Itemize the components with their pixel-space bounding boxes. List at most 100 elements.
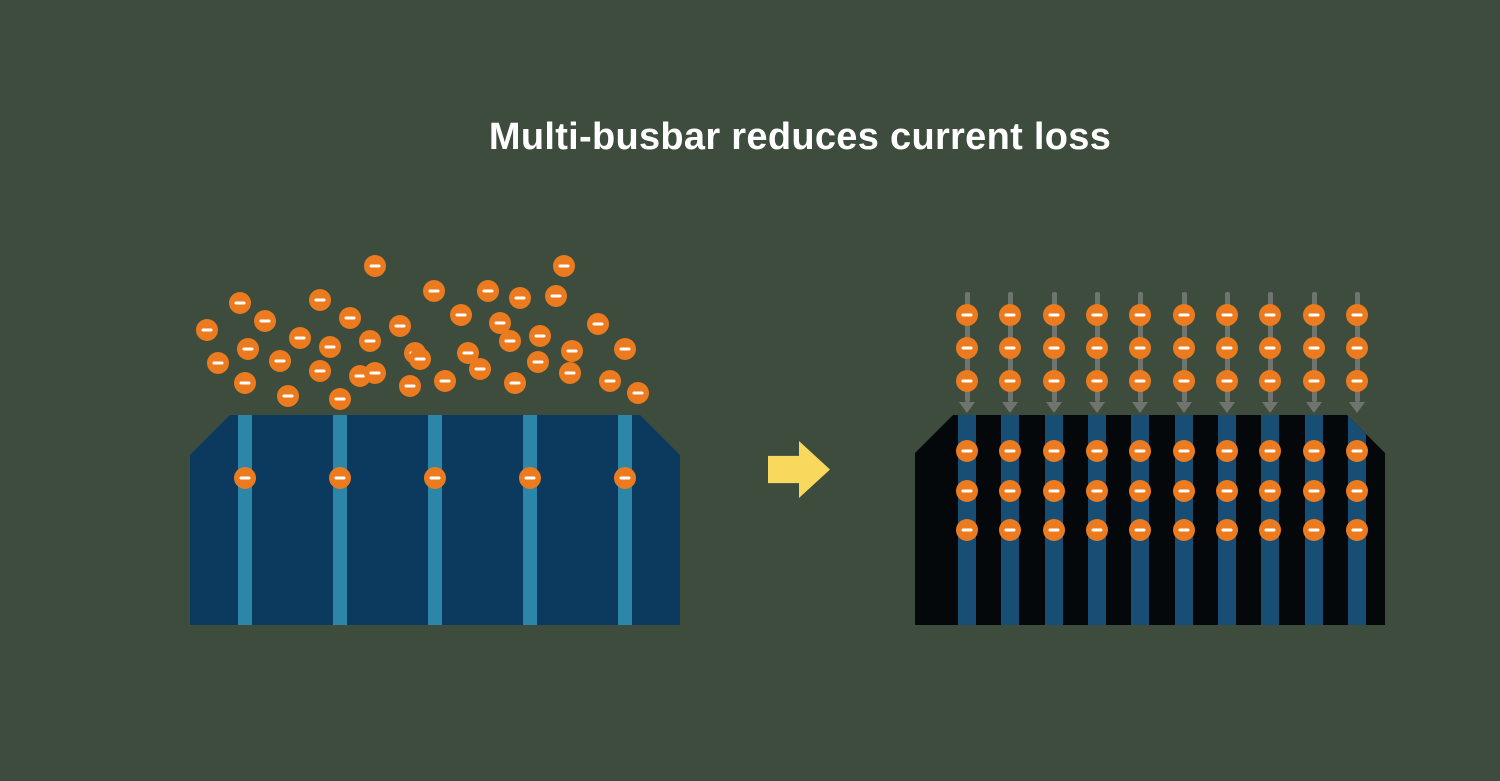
electron-icon (999, 337, 1021, 359)
minus-icon (1091, 346, 1103, 350)
minus-icon (1004, 379, 1016, 383)
busbar-icon (1088, 415, 1106, 625)
minus-icon (592, 322, 604, 326)
electron-icon (434, 370, 456, 392)
electron-icon (529, 325, 551, 347)
electron-icon (1129, 370, 1151, 392)
electron-icon (509, 287, 531, 309)
minus-icon (234, 301, 246, 305)
electron-icon (423, 280, 445, 302)
minus-icon (1308, 379, 1320, 383)
flow-arrowhead-icon (959, 402, 975, 413)
minus-icon (961, 379, 973, 383)
transition-arrow-icon (768, 441, 830, 498)
minus-icon (324, 345, 336, 349)
minus-icon (369, 371, 381, 375)
minus-icon (1048, 379, 1060, 383)
electron-icon (559, 362, 581, 384)
electron-icon (499, 330, 521, 352)
minus-icon (409, 351, 421, 355)
electron-icon (1129, 337, 1151, 359)
flow-arrowhead-icon (1349, 402, 1365, 413)
minus-icon (961, 313, 973, 317)
minus-icon (961, 346, 973, 350)
minus-icon (354, 374, 366, 378)
minus-icon (259, 319, 271, 323)
busbar-icon (1001, 415, 1019, 625)
electron-icon (627, 382, 649, 404)
minus-icon (212, 361, 224, 365)
minus-icon (509, 381, 521, 385)
minus-icon (455, 313, 467, 317)
minus-icon (1351, 379, 1363, 383)
minus-icon (439, 379, 451, 383)
busbar-icon (1175, 415, 1193, 625)
electron-icon (1216, 304, 1238, 326)
electron-icon (359, 330, 381, 352)
electron-icon (545, 285, 567, 307)
minus-icon (482, 289, 494, 293)
electron-icon (1086, 370, 1108, 392)
electron-icon (1346, 370, 1368, 392)
electron-icon (614, 338, 636, 360)
flow-arrowhead-icon (1002, 402, 1018, 413)
electron-icon (956, 370, 978, 392)
electron-icon (404, 342, 426, 364)
minus-icon (314, 369, 326, 373)
minus-icon (534, 334, 546, 338)
electron-icon (450, 304, 472, 326)
busbar-icon (958, 415, 976, 625)
electron-icon (1216, 337, 1238, 359)
minus-icon (239, 381, 251, 385)
electron-icon (553, 255, 575, 277)
electron-icon (477, 280, 499, 302)
minus-icon (1351, 346, 1363, 350)
minus-icon (344, 316, 356, 320)
minus-icon (1091, 313, 1103, 317)
minus-icon (404, 384, 416, 388)
electron-icon (277, 385, 299, 407)
electron-icon (229, 292, 251, 314)
electron-icon (364, 255, 386, 277)
minus-icon (1004, 346, 1016, 350)
minus-icon (1134, 379, 1146, 383)
minus-icon (1091, 379, 1103, 383)
flow-arrow-shaft (1137, 292, 1143, 402)
flow-arrow-shaft (1007, 292, 1013, 402)
electron-icon (329, 388, 351, 410)
electron-icon (196, 319, 218, 341)
flow-arrowhead-icon (1132, 402, 1148, 413)
diagram-title: Multi-busbar reduces current loss (488, 116, 1112, 158)
minus-icon (314, 298, 326, 302)
electron-icon (1043, 370, 1065, 392)
minus-icon (564, 371, 576, 375)
minus-icon (1351, 313, 1363, 317)
flow-arrowhead-icon (1306, 402, 1322, 413)
electron-icon (319, 336, 341, 358)
minus-icon (550, 294, 562, 298)
flow-arrow-shaft (1051, 292, 1057, 402)
busbar-icon (1218, 415, 1236, 625)
minus-icon (1134, 346, 1146, 350)
minus-icon (1048, 346, 1060, 350)
electron-icon (1303, 337, 1325, 359)
flow-arrow-shaft (1224, 292, 1230, 402)
flow-arrow-shaft (1267, 292, 1273, 402)
electron-icon (1259, 370, 1281, 392)
minus-icon (394, 324, 406, 328)
flow-arrow-shaft (964, 292, 970, 402)
electron-icon (1259, 304, 1281, 326)
minus-icon (462, 351, 474, 355)
electron-icon (956, 337, 978, 359)
electron-icon (1086, 337, 1108, 359)
busbar-icon (618, 415, 632, 625)
electron-icon (489, 312, 511, 334)
busbar-icon (428, 415, 442, 625)
flow-arrow-shaft (1094, 292, 1100, 402)
minus-icon (369, 264, 381, 268)
electron-icon (1173, 304, 1195, 326)
busbar-icon (1305, 415, 1323, 625)
electron-icon (269, 350, 291, 372)
left-solar-cell (190, 415, 680, 625)
flow-arrowhead-icon (1219, 402, 1235, 413)
